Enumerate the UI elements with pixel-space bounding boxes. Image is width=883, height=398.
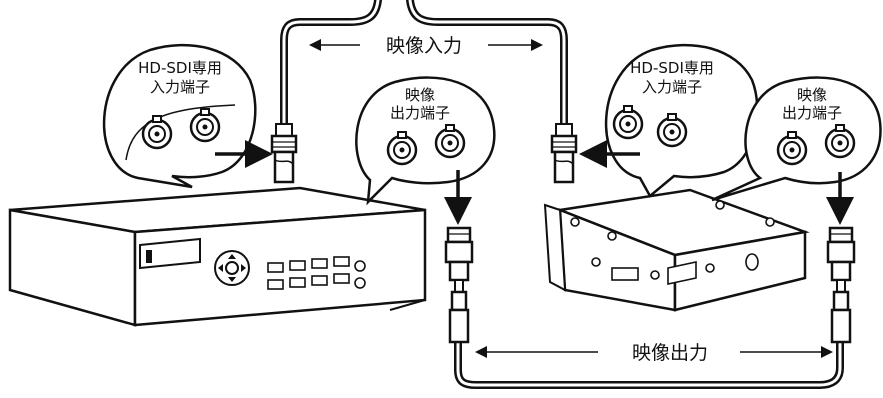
right-output-plug-icon (826, 172, 856, 344)
svg-text:HD-SDI専用: HD-SDI専用 (138, 59, 222, 77)
right-input-callout: HD-SDI専用 入力端子 (604, 43, 759, 198)
right-output-callout: 映像 出力端子 (711, 76, 882, 202)
svg-text:入力端子: 入力端子 (150, 78, 210, 96)
right-encoder-device (543, 188, 810, 312)
svg-text:映像: 映像 (797, 86, 827, 104)
svg-text:出力端子: 出力端子 (390, 104, 450, 122)
left-input-bnc-plug-icon (270, 123, 298, 184)
video-output-indicator: 映像出力 (475, 342, 833, 364)
video-output-label: 映像出力 (632, 342, 708, 364)
left-output-plug-icon (444, 170, 474, 344)
output-cable (454, 336, 844, 389)
svg-text:HD-SDI専用: HD-SDI専用 (630, 59, 714, 77)
video-input-label: 映像入力 (386, 35, 462, 57)
input-cable (280, 0, 568, 129)
left-recorder-device (8, 186, 427, 327)
svg-text:出力端子: 出力端子 (782, 104, 842, 122)
video-input-indicator: 映像入力 (309, 35, 543, 57)
svg-text:入力端子: 入力端子 (642, 78, 702, 96)
left-input-callout: HD-SDI専用 入力端子 (102, 43, 257, 189)
right-input-bnc-plug-icon (550, 123, 578, 184)
svg-text:映像: 映像 (405, 86, 435, 104)
left-output-callout: 映像 出力端子 (355, 76, 496, 206)
